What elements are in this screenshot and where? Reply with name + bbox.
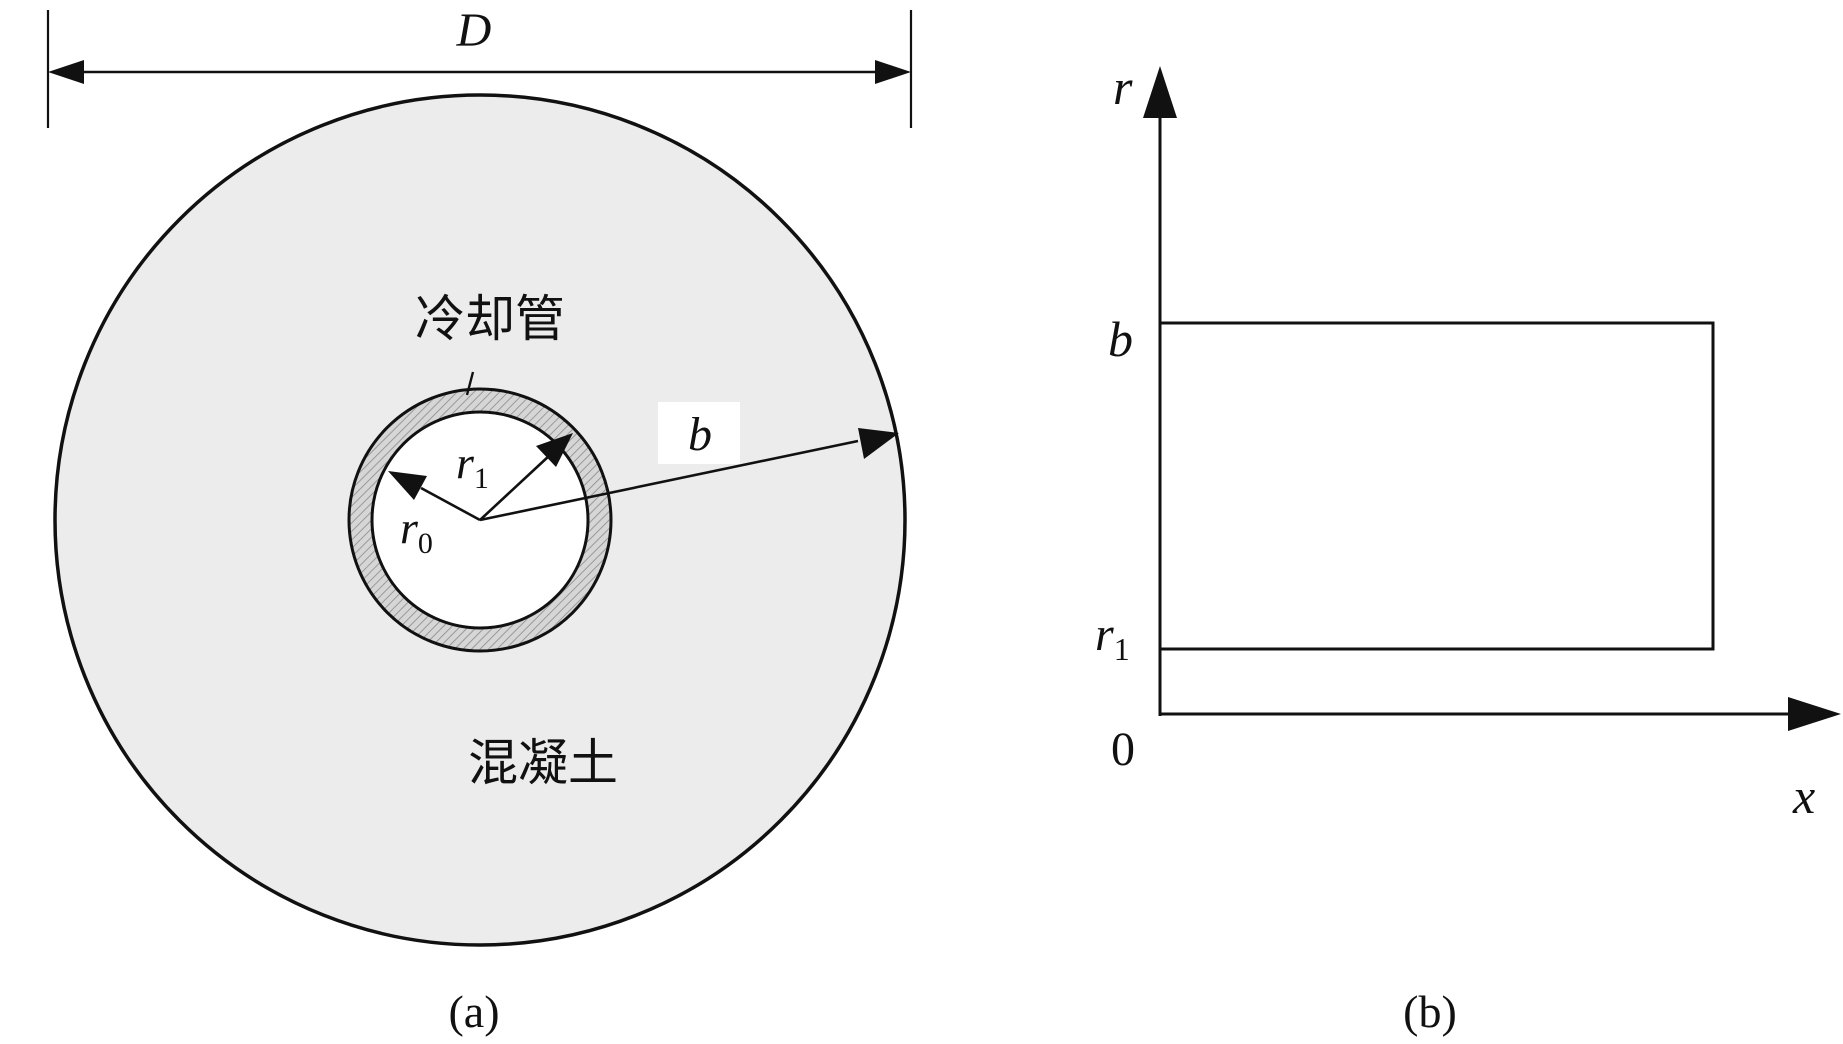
radius-b-label: b [688, 408, 712, 461]
radius-r1-label: r1 [456, 437, 489, 495]
concrete-label: 混凝土 [468, 734, 618, 792]
tick-r1-label: r1 [1095, 608, 1130, 667]
dimension-label-d: D [456, 4, 492, 57]
dimension-arrow-left [48, 60, 84, 84]
pipe-label: 冷却管 [415, 290, 565, 348]
radius-r0-label: r0 [400, 502, 433, 560]
origin-label: 0 [1111, 723, 1135, 776]
radius-b-arrowhead [858, 428, 899, 459]
radius-r1: r1 [456, 433, 573, 521]
radius-r1-label-main: r [456, 437, 475, 488]
radius-b: b [479, 402, 899, 522]
axis-r-arrowhead [1143, 66, 1177, 118]
radius-r0: r0 [388, 471, 481, 560]
tick-r1-label-main: r [1095, 608, 1114, 661]
tick-b-label: b [1108, 311, 1133, 367]
dimension-arrow-right [875, 60, 911, 84]
radius-r0-label-sub: 0 [418, 527, 433, 560]
caption-b: (b) [1403, 986, 1457, 1037]
radius-r1-label-sub: 1 [474, 462, 489, 495]
dimension-d: D [46, 4, 913, 128]
domain-rectangle [1158, 321, 1715, 651]
radius-b-line [479, 439, 859, 522]
radius-r1-arrowhead [536, 433, 573, 467]
panel-a-cross-section: D 冷却管 b r1 r0 [46, 4, 913, 1037]
pipe-label-leader [465, 371, 475, 396]
panel-b-computational-domain: r x 0 b r1 (b) [1095, 59, 1841, 1037]
radius-r0-label-main: r [400, 502, 419, 553]
radius-b-label-bg [658, 402, 740, 464]
radius-r0-arrowhead [388, 471, 427, 500]
tick-r1-label-sub: 1 [1114, 631, 1130, 667]
radius-r1-line [479, 454, 551, 521]
caption-a: (a) [448, 986, 499, 1037]
radius-r0-line [420, 486, 481, 522]
axis-r-label: r [1113, 59, 1133, 115]
axis-x-label: x [1792, 768, 1815, 824]
axis-x-arrowhead [1788, 697, 1841, 731]
